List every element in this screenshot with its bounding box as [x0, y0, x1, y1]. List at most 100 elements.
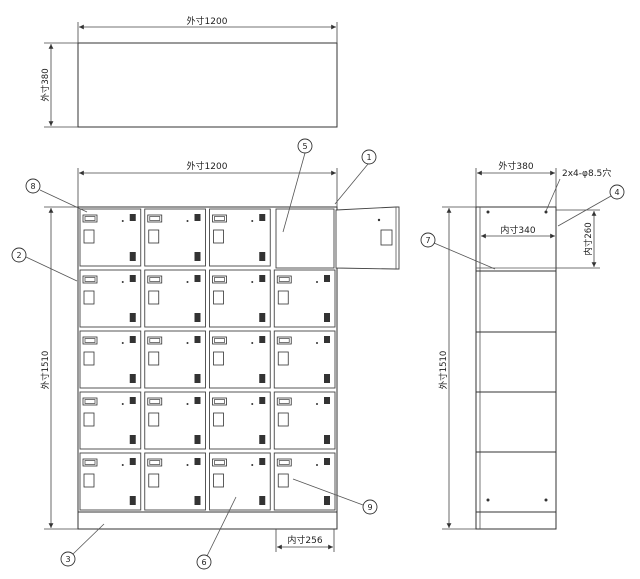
callout-9-leader — [292, 478, 364, 506]
name-plate-r4c1 — [82, 397, 98, 406]
vent-top-r3c4 — [324, 336, 330, 343]
callout-8-text: 8 — [30, 182, 35, 191]
top-view-outline — [77, 42, 338, 128]
name-plate-r1c2 — [147, 214, 163, 223]
lock-dot-r2c2 — [186, 281, 189, 283]
top-depth-label: 外寸380 — [40, 68, 51, 101]
callout-8-leader — [39, 189, 88, 213]
mount-hole-top-left — [486, 210, 490, 214]
name-plate-inner-r4c2 — [149, 399, 161, 404]
vent-top-r4c4 — [324, 397, 330, 404]
name-plate-inner-r1c3 — [214, 216, 225, 221]
name-plate-r3c2 — [147, 336, 163, 345]
callout-3-circle — [60, 551, 76, 567]
name-plate-r1c3 — [212, 214, 227, 223]
vent-bottom-r4c4 — [324, 435, 330, 444]
vent-top-r1c3 — [259, 214, 266, 221]
lock-dot-r2c1 — [121, 281, 124, 283]
lock-dot-r3c2 — [186, 342, 189, 344]
vent-bottom-r2c1 — [129, 313, 136, 322]
door-handle-r5c1 — [83, 473, 95, 488]
vent-top-r5c3 — [259, 458, 266, 465]
callout-2-text: 2 — [16, 251, 21, 260]
callout-2-leader — [25, 256, 78, 282]
lock-dot-r5c4 — [316, 464, 318, 466]
vent-bottom-r5c2 — [194, 496, 201, 505]
callout-3-text: 3 — [65, 555, 70, 564]
name-plate-r4c3 — [212, 397, 227, 406]
name-plate-r5c1 — [82, 458, 98, 467]
vent-top-r5c1 — [129, 458, 136, 465]
vent-top-r1c2 — [194, 214, 201, 221]
vent-top-r2c3 — [259, 275, 266, 282]
vent-bottom-r1c3 — [259, 252, 266, 261]
name-plate-inner-r3c1 — [84, 338, 96, 343]
name-plate-inner-r2c2 — [149, 277, 161, 282]
front-view-outline — [77, 206, 338, 530]
lock-dot-r1c1 — [121, 220, 124, 222]
vent-top-r2c4 — [324, 275, 330, 282]
name-plate-r4c4 — [276, 397, 292, 406]
vent-top-r4c3 — [259, 397, 266, 404]
vent-bottom-r3c2 — [194, 374, 201, 383]
name-plate-inner-r5c4 — [278, 460, 290, 465]
vent-bottom-r4c2 — [194, 435, 201, 444]
name-plate-inner-r2c1 — [84, 277, 96, 282]
door-handle-r3c3 — [213, 351, 224, 366]
callout-3-leader — [72, 523, 105, 555]
vent-bottom-r4c3 — [259, 435, 266, 444]
name-plate-inner-r1c1 — [84, 216, 96, 221]
vent-bottom-r5c3 — [259, 496, 266, 505]
door-handle-r5c2 — [148, 473, 160, 488]
side-view: 外寸380 内寸340 内寸260 外寸1510 2x4-φ8.5穴 — [438, 160, 611, 530]
vent-top-r4c1 — [129, 397, 136, 404]
lock-dot-r5c3 — [251, 464, 254, 466]
callout-7-leader — [433, 242, 496, 270]
vent-top-r3c2 — [194, 336, 201, 343]
callout-1-text: 1 — [366, 153, 371, 162]
callout-9-text: 9 — [367, 503, 372, 512]
vent-bottom-r2c3 — [259, 313, 266, 322]
lock-dot-r3c1 — [121, 342, 124, 344]
name-plate-r3c4 — [276, 336, 292, 345]
callout-8-circle — [25, 178, 41, 194]
open-door-lock-dot — [377, 218, 381, 222]
name-plate-inner-r4c1 — [84, 399, 96, 404]
name-plate-inner-r5c2 — [149, 460, 161, 465]
front-view: 外寸1200 外寸1510 内寸256 — [40, 160, 400, 552]
lock-dot-r4c1 — [121, 403, 124, 405]
door-handle-r3c2 — [148, 351, 160, 366]
lock-dot-r5c2 — [186, 464, 189, 466]
callout-2-circle — [11, 247, 27, 263]
side-inner-height-label: 内寸260 — [583, 222, 594, 255]
door-handle-r2c1 — [83, 290, 95, 305]
door-handle-r1c3 — [213, 229, 224, 244]
callouts: 1 2 3 4 5 6 7 8 9 — [11, 138, 625, 570]
vent-top-r3c1 — [129, 336, 136, 343]
vent-bottom-r1c2 — [194, 252, 201, 261]
name-plate-r1c1 — [82, 214, 98, 223]
vent-top-r3c3 — [259, 336, 266, 343]
callout-6-text: 6 — [201, 558, 206, 567]
vent-bottom-r1c1 — [129, 252, 136, 261]
callout-1-circle — [361, 149, 377, 165]
callout-6-circle — [196, 554, 212, 570]
door-handle-r3c1 — [83, 351, 95, 366]
name-plate-r5c4 — [276, 458, 292, 467]
callout-1-leader — [334, 163, 369, 205]
name-plate-inner-r4c4 — [278, 399, 290, 404]
name-plate-r5c3 — [212, 458, 227, 467]
name-plate-inner-r3c4 — [278, 338, 290, 343]
callout-7-circle — [420, 232, 436, 248]
inner-width-label: 内寸256 — [287, 534, 322, 546]
callout-9-circle — [362, 499, 378, 515]
lock-dot-r2c4 — [316, 281, 318, 283]
callout-7-text: 7 — [425, 236, 430, 245]
open-compartment — [275, 208, 335, 269]
top-view: 外寸1200 外寸380 — [40, 15, 338, 128]
name-plate-inner-r1c2 — [149, 216, 161, 221]
vent-top-r2c1 — [129, 275, 136, 282]
lock-dot-r5c1 — [121, 464, 124, 466]
locker-doors — [79, 208, 336, 511]
